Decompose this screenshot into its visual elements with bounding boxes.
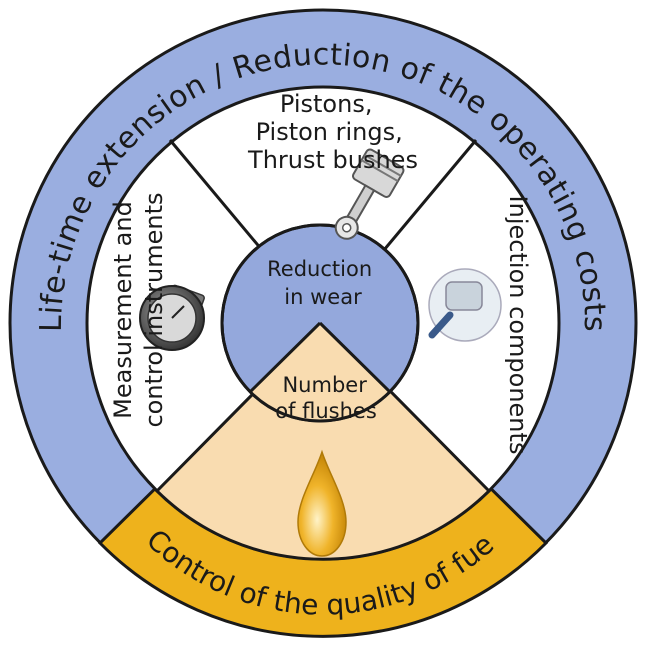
injector-icon [428,268,502,342]
reduction-in-wear-label: Reduction in wear [267,257,379,309]
hub-edge-left [248,321,322,394]
oil-drop-icon [297,449,347,557]
injection-label-text: Injection components [504,196,532,455]
pistons-label-line3: Thrust bushes [247,146,418,174]
control-instruments-label: control instruments [140,192,168,427]
measurement-label-line1: Measurement and [109,201,137,419]
hub-lower-line1: Number [282,373,367,397]
measurement-label-line2: control instruments [140,192,168,427]
pistons-label-line2: Piston rings, [256,118,403,146]
measurement-label: Measurement and [109,201,137,419]
hub-outline [220,223,420,423]
number-of-flushes-label: Number of flushes [275,373,377,423]
gauge-icon [139,284,205,351]
hub-edge-right [318,321,392,394]
piston-icon [334,148,405,240]
fuel-sector [154,320,492,561]
hub-upper-line2: in wear [284,285,362,309]
pistons-label-line1: Pistons, [280,90,373,118]
hub-lower-line2: of flushes [275,399,377,423]
hub-upper-line1: Reduction [267,257,372,281]
injection-label: Injection components [504,196,532,455]
hub-flushes-wedge [250,323,390,422]
pistons-label: Pistons, Piston rings, Thrust bushes [247,90,418,174]
